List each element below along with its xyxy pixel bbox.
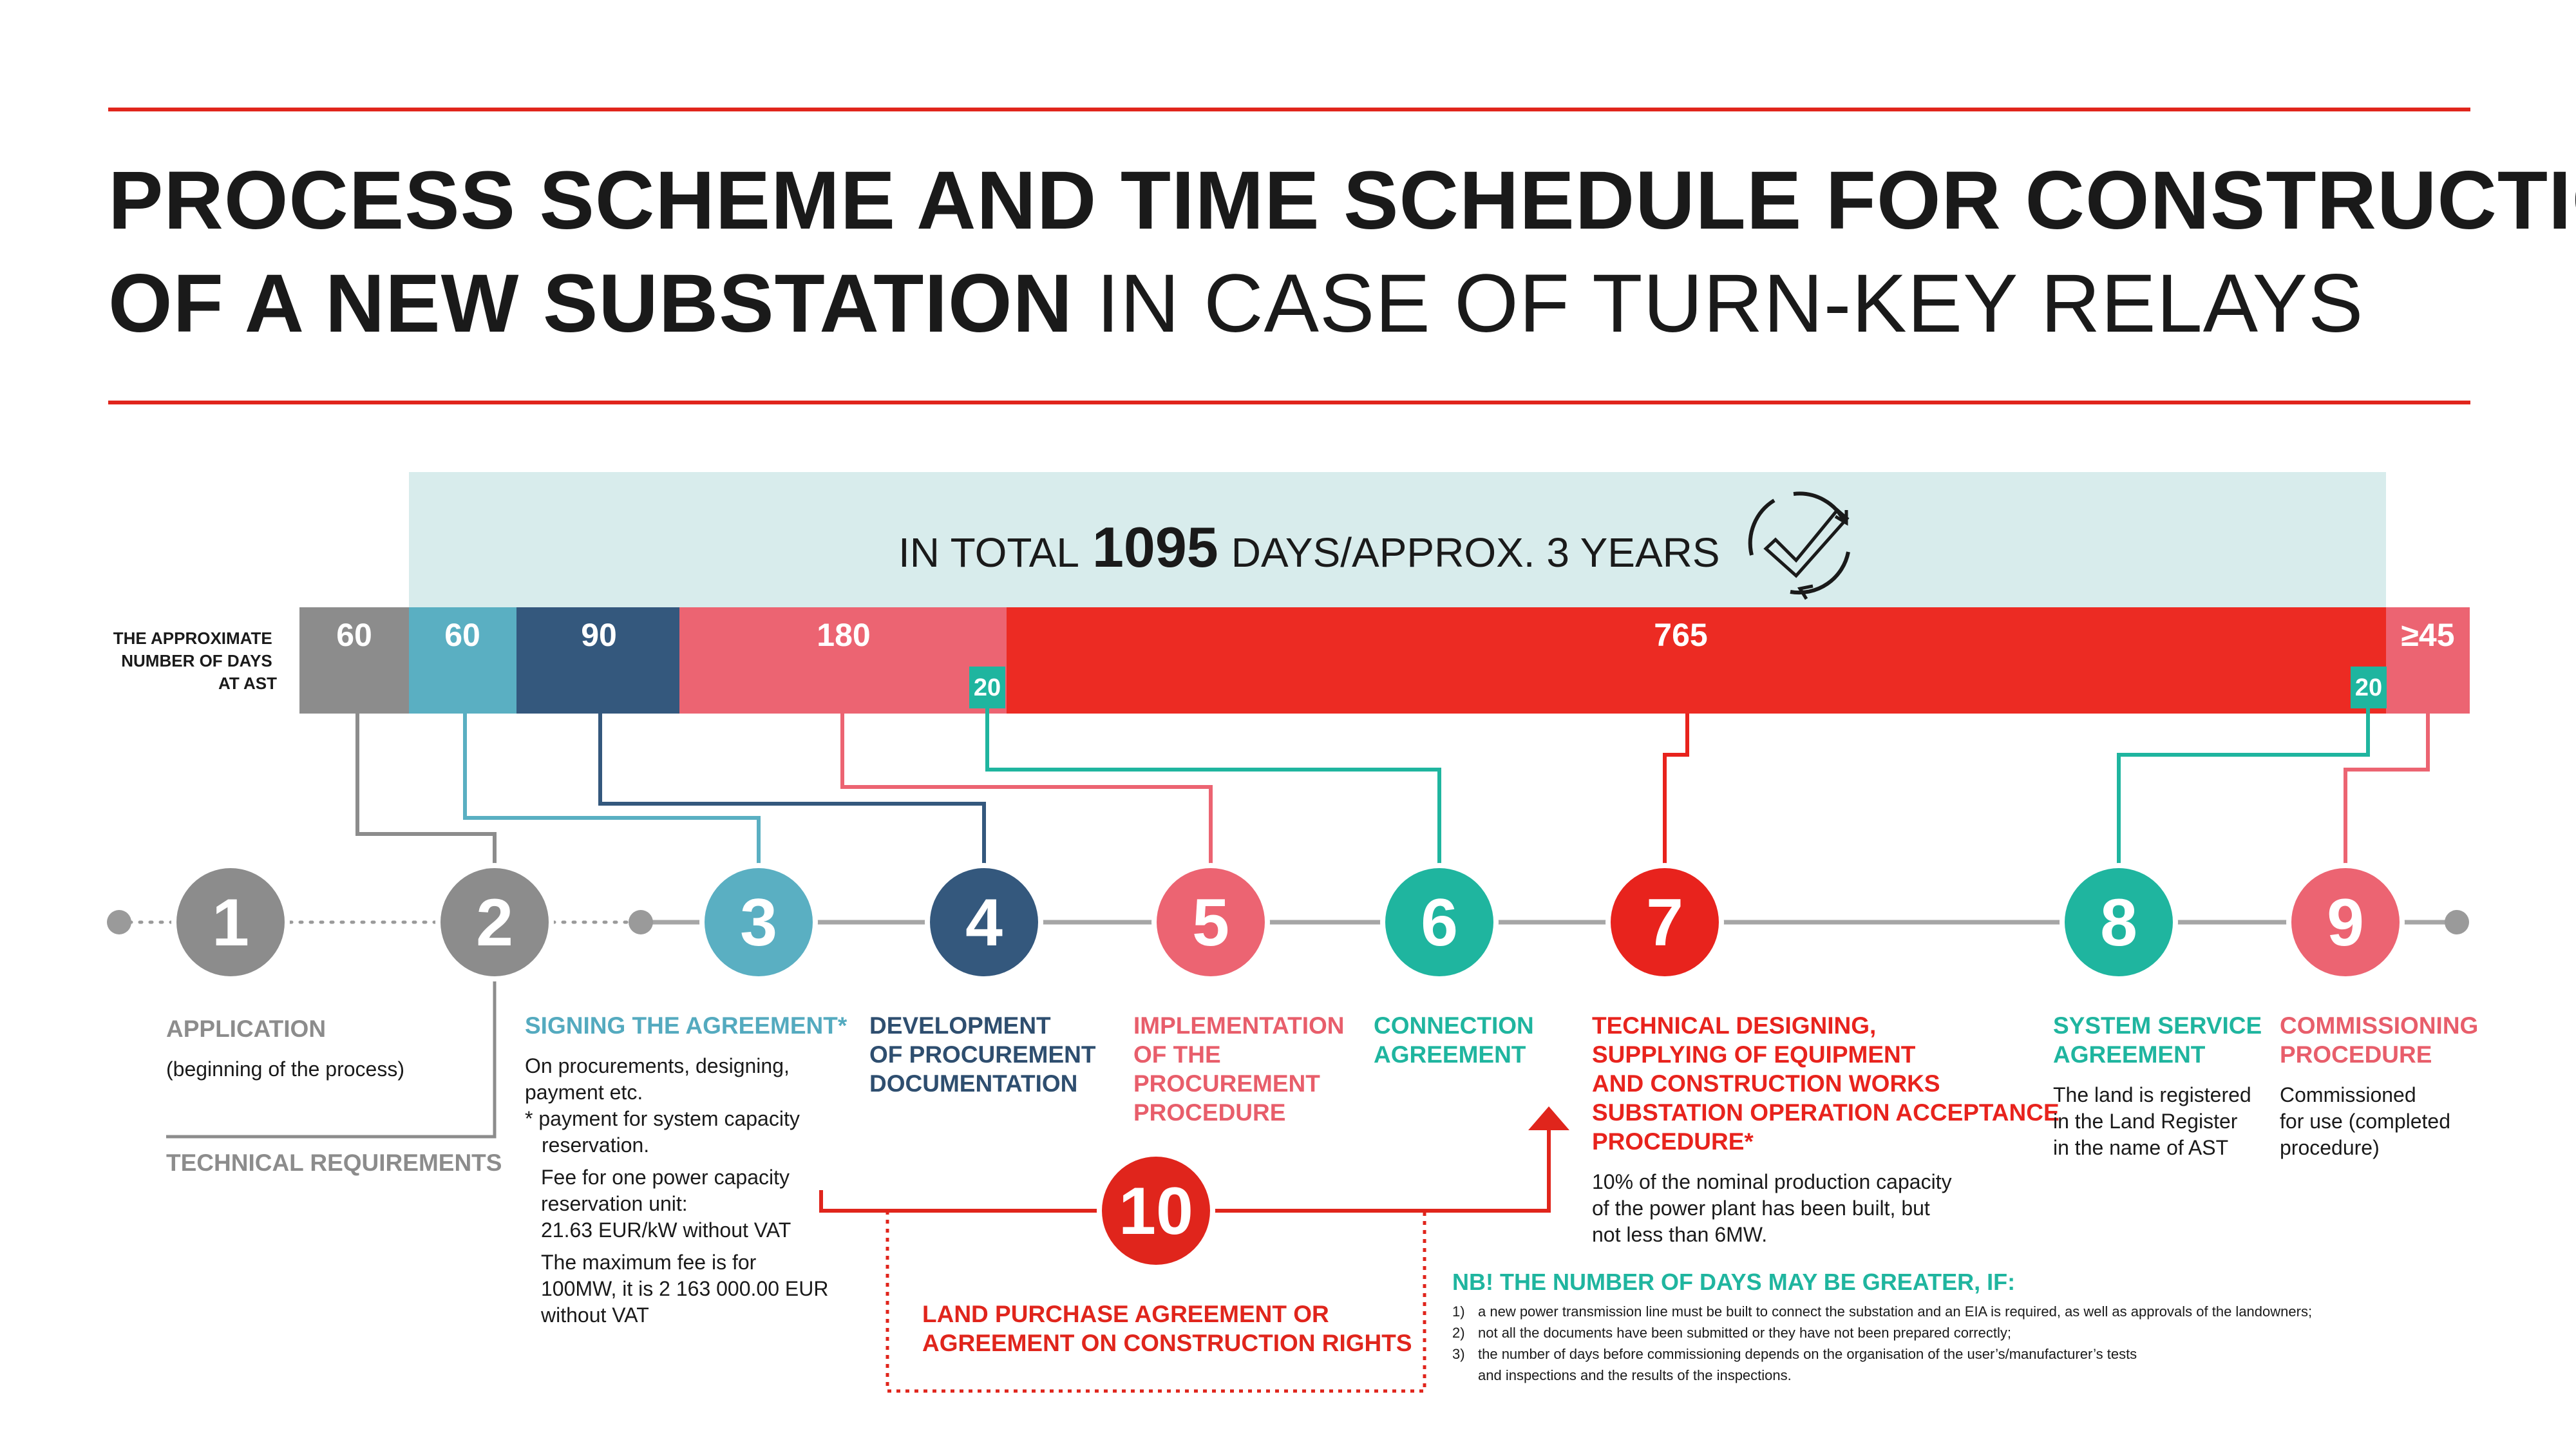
step10-title: LAND PURCHASE AGREEMENT OR AGREEMENT ON … bbox=[922, 1301, 1412, 1356]
step-circle bbox=[705, 868, 813, 976]
step7-title: TECHNICAL DESIGNING, SUPPLYING OF EQUIPM… bbox=[1592, 1012, 2060, 1155]
step-number: 10 bbox=[1119, 1174, 1193, 1249]
overlap-badge bbox=[2351, 667, 2387, 708]
bar-segment bbox=[299, 607, 409, 714]
tech-bracket bbox=[166, 976, 497, 1139]
bar-segment-label: 60 bbox=[444, 617, 480, 653]
step-circle bbox=[1157, 868, 1265, 976]
total-prefix: IN TOTAL bbox=[898, 529, 1079, 576]
step3-body: On procurements, designing, payment etc. bbox=[525, 1054, 790, 1104]
step-number: 7 bbox=[1646, 886, 1683, 960]
bar-segment bbox=[516, 607, 679, 714]
step-number: 5 bbox=[1192, 886, 1229, 960]
step-number: 3 bbox=[740, 886, 777, 960]
step-number: 1 bbox=[212, 886, 249, 960]
step9-body: Commissioned for use (completed procedur… bbox=[2280, 1083, 2451, 1159]
step-circle bbox=[440, 868, 549, 976]
step-circle bbox=[1102, 1157, 1210, 1265]
connector-2-3 bbox=[463, 714, 761, 866]
step-circle bbox=[1611, 868, 1719, 976]
connector-765-7 bbox=[1663, 714, 1689, 866]
step-number: 2 bbox=[476, 886, 513, 960]
step10-dashed-box bbox=[886, 1211, 1426, 1393]
total-number: 1095 bbox=[1092, 515, 1218, 579]
step1-title: APPLICATION bbox=[166, 1016, 327, 1042]
total-suffix: DAYS/APPROX. 3 YEARS bbox=[1231, 529, 1720, 576]
step3-note: * payment for system capacity reservatio… bbox=[525, 1107, 800, 1157]
step1-tech: TECHNICAL REQUIREMENTS bbox=[166, 1150, 502, 1176]
step-circle bbox=[2291, 868, 2400, 976]
connector-3-4 bbox=[598, 714, 986, 866]
step-number: 4 bbox=[965, 886, 1003, 960]
step4-title: DEVELOPMENT OF PROCUREMENT DOCUMENTATION bbox=[869, 1012, 1096, 1097]
bar-segment-label: 60 bbox=[336, 617, 372, 653]
total-banner bbox=[409, 472, 2386, 607]
step6-title: CONNECTION AGREEMENT bbox=[1374, 1012, 1534, 1068]
bar-segment-label: 180 bbox=[817, 617, 870, 653]
days-bar: 60 60 90 180 765 ≥45 20 20 bbox=[299, 607, 2470, 714]
total-banner-text: IN TOTAL 1095 DAYS/APPROX. 3 YEARS bbox=[898, 515, 1720, 579]
mid-rule bbox=[108, 401, 2470, 404]
step-number: 9 bbox=[2327, 886, 2364, 960]
step5-title: IMPLEMENTATION OF THE PROCUREMENT PROCED… bbox=[1133, 1012, 1345, 1126]
step8-title: SYSTEM SERVICE AGREEMENT bbox=[2053, 1012, 2262, 1068]
note-item: and inspections and the results of the i… bbox=[1478, 1367, 1792, 1383]
title-line-1: PROCESS SCHEME AND TIME SCHEDULE FOR CON… bbox=[108, 155, 2576, 247]
step-number: 8 bbox=[2100, 886, 2137, 960]
connector-4-5 bbox=[840, 714, 1213, 866]
bar-segment bbox=[409, 607, 516, 714]
step-circle bbox=[1385, 868, 1493, 976]
step8-body: The land is registered in the Land Regis… bbox=[2053, 1083, 2251, 1159]
connector-20-8 bbox=[2117, 702, 2370, 866]
note-item: 1)a new power transmission line must be … bbox=[1452, 1303, 2313, 1320]
up-arrow-icon bbox=[1528, 1106, 1569, 1130]
bar-segment bbox=[1007, 607, 2386, 714]
connector-1-2 bbox=[355, 714, 497, 869]
connector-20-6 bbox=[985, 702, 1441, 866]
step7-body: 10% of the nominal production capacity o… bbox=[1592, 1170, 1952, 1246]
title-line-2-bold: OF A NEW SUBSTATION bbox=[108, 258, 1073, 350]
step3-fee: Fee for one power capacity reservation u… bbox=[541, 1166, 791, 1242]
connector-lines bbox=[355, 702, 2430, 869]
connector-45-9 bbox=[2344, 714, 2430, 866]
bar-segment bbox=[679, 607, 1007, 714]
overlap-badge-label: 20 bbox=[974, 674, 1001, 701]
bar-segment-label: 90 bbox=[581, 617, 617, 653]
step-circles: 1 2 3 4 5 6 7 8 9 10 bbox=[171, 863, 2405, 1270]
step-circle bbox=[930, 868, 1038, 976]
axis-label: THE APPROXIMATE NUMBER OF DAYS AT AST bbox=[113, 629, 277, 693]
note-item: 2)not all the documents have been submit… bbox=[1452, 1325, 2011, 1341]
step1-body: (beginning of the process) bbox=[166, 1057, 404, 1081]
step10-connectors bbox=[819, 1130, 1551, 1213]
title-line-2: OF A NEW SUBSTATION IN CASE OF TURN-KEY … bbox=[108, 256, 2363, 351]
note-list: 1)a new power transmission line must be … bbox=[1452, 1301, 2312, 1386]
bar-segment bbox=[2386, 607, 2470, 714]
check-cycle-icon bbox=[1748, 491, 1850, 600]
bar-segment-label: 765 bbox=[1654, 617, 1707, 653]
step-circle bbox=[176, 868, 285, 976]
bar-segment-label: ≥45 bbox=[2401, 617, 2454, 653]
step-number: 6 bbox=[1421, 886, 1458, 960]
overlap-badge bbox=[969, 667, 1005, 708]
step3-title: SIGNING THE AGREEMENT* bbox=[525, 1012, 848, 1039]
note-title: NB! THE NUMBER OF DAYS MAY BE GREATER, I… bbox=[1452, 1269, 2016, 1295]
step3-max: The maximum fee is for 100MW, it is 2 16… bbox=[541, 1251, 829, 1327]
step9-title: COMMISSIONING PROCEDURE bbox=[2280, 1012, 2479, 1068]
step-circle bbox=[2065, 868, 2173, 976]
note-item: 3)the number of days before commissionin… bbox=[1452, 1346, 2137, 1362]
overlap-badge-label: 20 bbox=[2355, 674, 2382, 701]
title-line-2-light: IN CASE OF TURN-KEY RELAYS bbox=[1096, 258, 2364, 350]
top-rule bbox=[108, 108, 2470, 111]
